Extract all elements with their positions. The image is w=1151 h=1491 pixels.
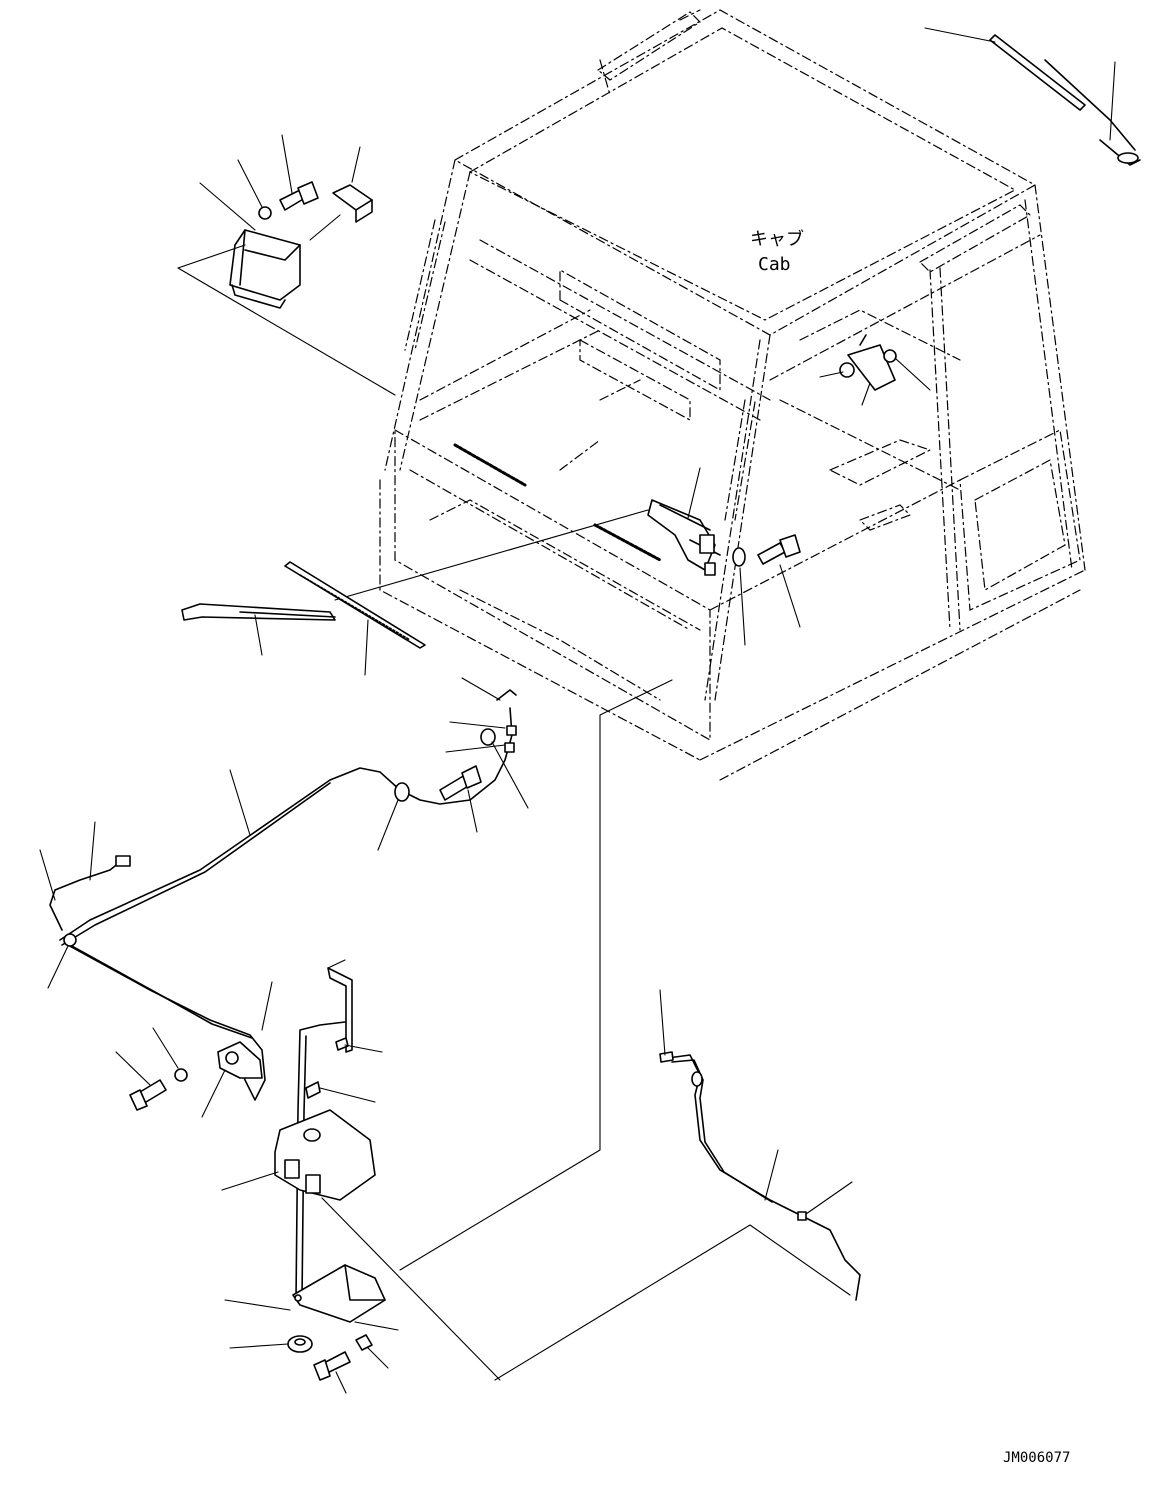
cab-label-jp: キャブ bbox=[750, 228, 804, 250]
washer-bracket-top bbox=[229, 229, 301, 309]
rear-wiper-motor bbox=[839, 334, 897, 391]
washer-ring bbox=[732, 547, 746, 567]
top-left-leaders bbox=[177, 134, 396, 396]
tank-leaders bbox=[221, 679, 673, 1381]
cushion-block bbox=[332, 184, 373, 223]
rear-motor-leaders bbox=[819, 357, 931, 406]
nut-top bbox=[258, 206, 272, 220]
rear-wiper-blade bbox=[989, 34, 1141, 166]
nut-flange bbox=[287, 1335, 313, 1353]
front-wiper-arm bbox=[181, 603, 336, 621]
bolt-motor bbox=[757, 534, 801, 565]
tank-bracket-leaders bbox=[224, 1299, 399, 1394]
right-harness bbox=[659, 1051, 861, 1301]
washer-tank bbox=[274, 1109, 376, 1201]
pump-bracket-leaders bbox=[115, 981, 273, 1118]
bolt-top bbox=[279, 181, 319, 211]
drawing-number: JM006077 bbox=[1003, 1450, 1070, 1466]
pump-bracket bbox=[217, 1041, 263, 1079]
wiring-harness bbox=[49, 707, 513, 1101]
cab-label-en: Cab bbox=[758, 254, 791, 275]
front-motor-leaders bbox=[334, 467, 801, 646]
bolt-lower-left bbox=[129, 1079, 167, 1111]
rear-wiper-leaders bbox=[924, 27, 1116, 141]
bolt-bottom bbox=[313, 1351, 351, 1381]
front-wiper-blade bbox=[284, 561, 426, 649]
front-wiper-leaders bbox=[254, 614, 369, 676]
nut-bottom bbox=[355, 1334, 373, 1351]
nozzle-parts bbox=[439, 689, 517, 801]
harness-leaders bbox=[39, 677, 529, 989]
washer-lower bbox=[174, 1068, 188, 1082]
front-wiper-motor bbox=[647, 499, 721, 576]
right-harness-leaders bbox=[494, 989, 853, 1381]
tank-bracket bbox=[292, 1264, 386, 1323]
cab-frame bbox=[379, 9, 1086, 781]
